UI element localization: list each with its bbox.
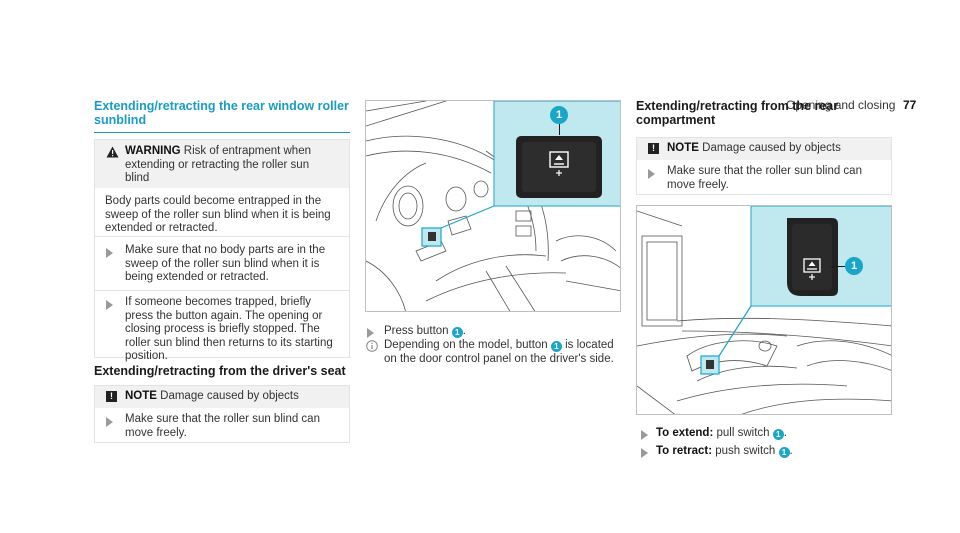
warning-text: WARNING Risk of entrapment when extendin… bbox=[125, 145, 335, 186]
step-item: Make sure that no body parts are in the … bbox=[125, 244, 326, 283]
note-header: ! NOTE Damage caused by objects bbox=[637, 138, 891, 160]
sunblind-button-icon bbox=[549, 151, 569, 176]
dashboard-drawing bbox=[366, 101, 620, 311]
step-arrow-icon bbox=[106, 300, 113, 310]
note-box: ! NOTE Damage caused by objects Make sur… bbox=[94, 385, 350, 443]
switch-number-badge: 1 bbox=[778, 447, 790, 458]
warning-body: Body parts could become entrapped in the… bbox=[105, 195, 331, 234]
subheading: Extending/retracting from the driver's s… bbox=[94, 364, 346, 378]
info-icon bbox=[366, 340, 378, 352]
note-icon: ! bbox=[106, 391, 117, 402]
step-item: Press button 1. bbox=[384, 325, 466, 338]
heading-rule bbox=[94, 132, 350, 133]
section-heading: Extending/retracting from the rear compa… bbox=[636, 99, 839, 127]
step-item: Make sure that the roller sun blind can … bbox=[667, 165, 862, 191]
note-text: NOTE Damage caused by objects bbox=[667, 142, 882, 156]
info-text: Depending on the model, button 1 is loca… bbox=[384, 339, 620, 366]
warning-label: WARNING bbox=[125, 145, 181, 157]
note-label: NOTE bbox=[667, 142, 699, 154]
callout-marker: 1 bbox=[845, 257, 863, 275]
sunblind-button-icon bbox=[803, 258, 821, 280]
dashboard-illustration: 1 bbox=[365, 100, 621, 312]
extend-label: To extend: bbox=[656, 427, 714, 439]
page-number: 77 bbox=[903, 98, 917, 112]
section-title: Opening and closing bbox=[786, 98, 896, 112]
note-message: Damage caused by objects bbox=[160, 390, 299, 402]
callout-marker: 1 bbox=[550, 106, 568, 124]
step-arrow-icon bbox=[106, 248, 113, 258]
door-panel-illustration: 1 bbox=[636, 205, 892, 415]
step-item: Make sure that the roller sun blind can … bbox=[125, 413, 320, 439]
callout-line bbox=[559, 123, 560, 135]
door-panel-drawing bbox=[637, 206, 891, 414]
note-icon: ! bbox=[648, 143, 659, 154]
extend-text: pull switch bbox=[716, 427, 770, 439]
divider bbox=[95, 236, 349, 237]
step-arrow-icon bbox=[106, 417, 113, 427]
step-item: If someone becomes trapped, briefly pres… bbox=[125, 296, 333, 362]
switch-number-badge: 1 bbox=[772, 429, 784, 440]
warning-box: WARNING Risk of entrapment when extendin… bbox=[94, 139, 350, 362]
note-message: Damage caused by objects bbox=[702, 142, 841, 154]
warning-icon bbox=[106, 146, 119, 158]
step-arrow-icon bbox=[641, 448, 648, 458]
note-header: ! NOTE Damage caused by objects bbox=[95, 386, 349, 408]
step-arrow-icon bbox=[367, 328, 374, 338]
button-number-badge: 1 bbox=[550, 341, 562, 352]
retract-label: To retract: bbox=[656, 445, 713, 457]
note-box: ! NOTE Damage caused by objects Make sur… bbox=[636, 137, 892, 195]
step-arrow-icon bbox=[648, 169, 655, 179]
divider bbox=[95, 290, 349, 291]
step-text: Press button bbox=[384, 325, 449, 337]
step-item: To retract: push switch 1. bbox=[656, 445, 793, 458]
retract-text: push switch bbox=[715, 445, 776, 457]
step-arrow-icon bbox=[641, 430, 648, 440]
button-number-badge: 1 bbox=[451, 327, 463, 338]
info-text-start: Depending on the model, button bbox=[384, 339, 548, 351]
warning-message: Risk of entrapment when extending or ret… bbox=[125, 145, 311, 184]
note-label: NOTE bbox=[125, 390, 157, 402]
warning-header: WARNING Risk of entrapment when extendin… bbox=[95, 140, 349, 188]
step-item: To extend: pull switch 1. bbox=[656, 427, 787, 440]
section-heading: Extending/retracting the rear window rol… bbox=[94, 99, 349, 127]
note-text: NOTE Damage caused by objects bbox=[125, 390, 340, 404]
callout-line bbox=[831, 266, 845, 267]
info-text-end: is located on the door control panel on … bbox=[384, 339, 614, 365]
